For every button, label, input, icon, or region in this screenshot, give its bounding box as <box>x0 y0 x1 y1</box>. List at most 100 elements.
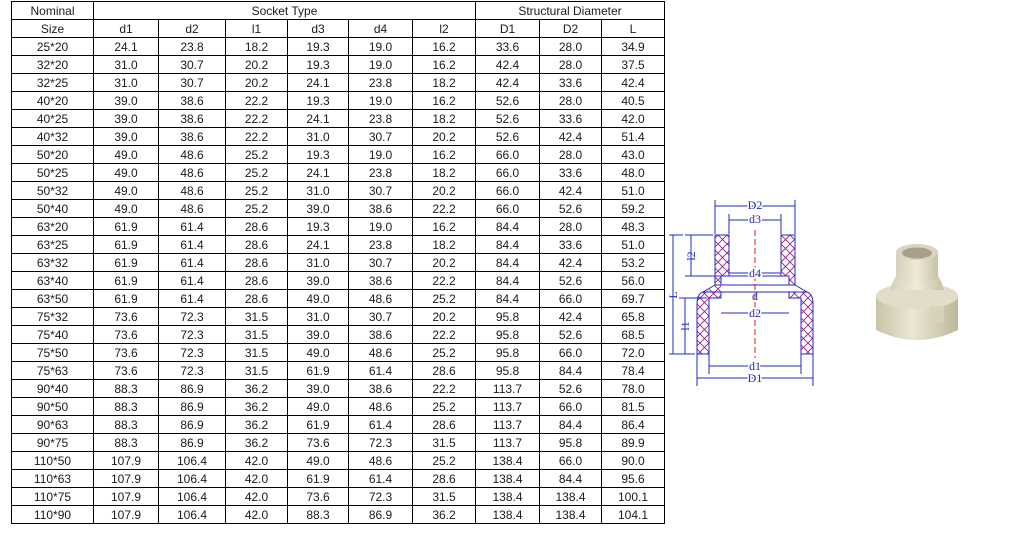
table-cell: 42.4 <box>601 73 665 92</box>
table-cell: 32*25 <box>11 73 94 92</box>
table-cell: 61.9 <box>287 469 349 488</box>
table-cell: 61.9 <box>93 289 159 308</box>
table-cell: 16.2 <box>412 91 476 110</box>
table-cell: 39.0 <box>287 271 349 290</box>
reducer-fitting-photo <box>876 244 958 340</box>
table-cell: 138.4 <box>475 487 540 506</box>
table-cell: 33.6 <box>475 37 540 56</box>
label-D2: D2 <box>748 198 763 212</box>
table-cell: 22.2 <box>412 325 476 344</box>
label-d1: d1 <box>749 359 761 373</box>
table-cell: 36.2 <box>225 415 288 434</box>
table-cell: 72.3 <box>348 487 413 506</box>
table-cell: 95.8 <box>475 325 540 344</box>
table-cell: 42.4 <box>539 307 602 326</box>
table-cell: 25.2 <box>225 145 288 164</box>
table-cell: 19.0 <box>348 145 413 164</box>
table-cell: 19.0 <box>348 55 413 74</box>
table-cell: 75*32 <box>11 307 94 326</box>
table-cell: 107.9 <box>93 451 159 470</box>
table-cell: 39.0 <box>93 91 159 110</box>
table-cell: 95.8 <box>539 433 602 452</box>
table-cell: 33.6 <box>539 109 602 128</box>
table-cell: 22.2 <box>225 91 288 110</box>
table-cell: 52.6 <box>539 325 602 344</box>
table-cell: 28.6 <box>225 289 288 308</box>
table-cell: 95.6 <box>601 469 665 488</box>
table-cell: 31.5 <box>225 325 288 344</box>
table-cell: 30.7 <box>348 307 413 326</box>
table-cell: 16.2 <box>412 55 476 74</box>
table-cell: 20.2 <box>225 73 288 92</box>
table-cell: 37.5 <box>601 55 665 74</box>
table-cell: 28.0 <box>539 37 602 56</box>
table-cell: 106.4 <box>158 451 226 470</box>
table-cell: 63*20 <box>11 217 94 236</box>
table-cell: 23.8 <box>158 37 226 56</box>
table-cell: 113.7 <box>475 397 540 416</box>
table-cell: 16.2 <box>412 37 476 56</box>
table-cell: 28.6 <box>225 253 288 272</box>
table-cell: 31.0 <box>287 181 349 200</box>
table-cell: 49.0 <box>93 199 159 218</box>
table-cell: 52.6 <box>475 91 540 110</box>
table-cell: 66.0 <box>475 181 540 200</box>
table-cell: 31.5 <box>225 361 288 380</box>
table-cell: 28.6 <box>225 217 288 236</box>
table-cell: 84.4 <box>539 415 602 434</box>
header-d3: d3 <box>287 19 349 38</box>
table-cell: 18.2 <box>412 163 476 182</box>
table-cell: 90*75 <box>11 433 94 452</box>
table-cell: 63*32 <box>11 253 94 272</box>
dimension-lines <box>669 200 814 386</box>
header-l2: l2 <box>412 19 476 38</box>
table-cell: 68.5 <box>601 325 665 344</box>
header-d2: d2 <box>158 19 226 38</box>
label-d3: d3 <box>749 212 761 226</box>
table-cell: 61.4 <box>158 235 226 254</box>
table-cell: 50*40 <box>11 199 94 218</box>
table-cell: 28.6 <box>412 415 476 434</box>
table-cell: 25.2 <box>225 181 288 200</box>
table-cell: 48.0 <box>601 163 665 182</box>
table-cell: 31.0 <box>287 127 349 146</box>
label-l1: l1 <box>678 321 692 330</box>
table-cell: 19.3 <box>287 217 349 236</box>
table-cell: 38.6 <box>348 199 413 218</box>
table-cell: 39.0 <box>287 199 349 218</box>
header-row-columns: Size d1 d2 l1 d3 d4 l2 D1 D2 L <box>11 19 665 38</box>
table-cell: 61.9 <box>93 235 159 254</box>
table-cell: 73.6 <box>287 433 349 452</box>
table-cell: 31.0 <box>93 73 159 92</box>
table-cell: 38.6 <box>158 91 226 110</box>
table-cell: 30.7 <box>348 181 413 200</box>
table-cell: 138.4 <box>539 487 602 506</box>
table-cell: 28.0 <box>539 55 602 74</box>
table-cell: 24.1 <box>287 235 349 254</box>
table-cell: 24.1 <box>287 163 349 182</box>
table-cell: 86.9 <box>158 433 226 452</box>
table-cell: 25.2 <box>412 289 476 308</box>
table-cell: 73.6 <box>93 361 159 380</box>
table-cell: 31.5 <box>412 487 476 506</box>
table-cell: 84.4 <box>539 361 602 380</box>
table-cell: 61.9 <box>93 271 159 290</box>
